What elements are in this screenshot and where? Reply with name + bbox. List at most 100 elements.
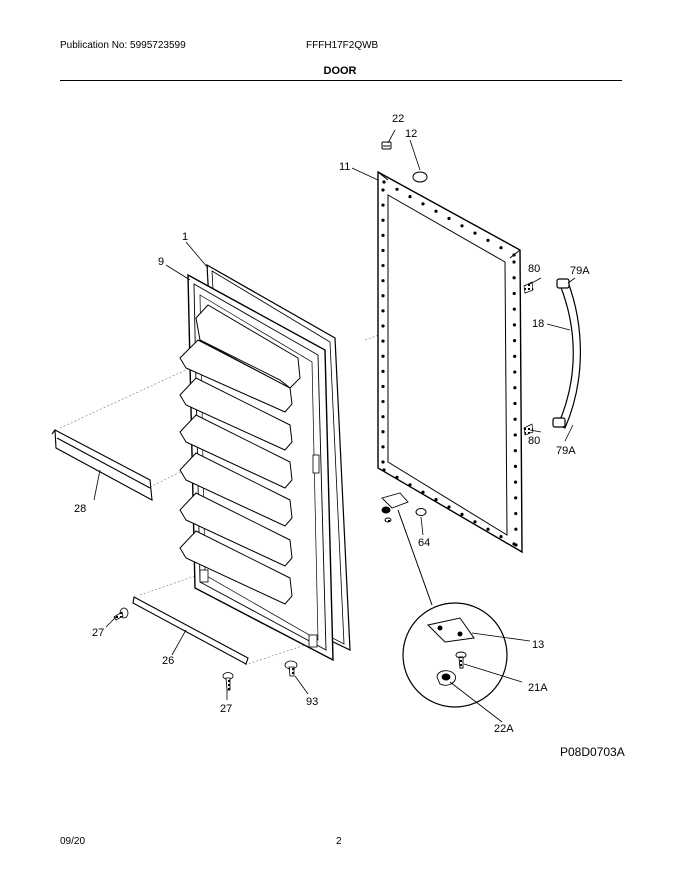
screw-hole <box>513 386 517 390</box>
screw-hole <box>381 324 385 328</box>
door-liner-part-9 <box>179 273 334 662</box>
screw-hole <box>460 224 464 228</box>
screw-hole <box>512 339 517 343</box>
callout-80-bottom: 80 <box>528 435 540 447</box>
plug-part-12 <box>412 171 428 183</box>
screw-hole <box>512 260 516 264</box>
screw-hole <box>512 307 516 311</box>
hinge-bracket-part-13 <box>426 617 475 643</box>
bushing-part-22 <box>381 141 392 150</box>
screw-hole <box>499 246 503 250</box>
screw-hole <box>512 253 516 257</box>
screw-hole <box>381 460 385 464</box>
screw-hole <box>513 433 517 437</box>
callout-9: 9 <box>158 256 164 268</box>
callout-leaders <box>93 129 576 723</box>
handle-part-18 <box>552 278 581 429</box>
handle-screw-top <box>523 281 534 294</box>
screw-hole <box>382 180 386 184</box>
callout-79a-top: 79A <box>570 265 590 277</box>
callout-28: 28 <box>74 503 86 515</box>
callout-22a: 22A <box>494 723 514 735</box>
screw-hole <box>499 535 503 539</box>
screw-hole <box>381 188 385 192</box>
screw-hole <box>382 468 386 472</box>
screw-27-bottom <box>222 672 234 691</box>
screw-hole <box>381 218 385 222</box>
screw-hole <box>447 216 451 221</box>
screw-hole <box>486 527 490 531</box>
screw-hole <box>512 542 516 546</box>
screw-hole <box>434 498 438 502</box>
screw-hole <box>381 354 385 358</box>
hinge-assembly-small <box>381 492 409 523</box>
callout-13: 13 <box>532 639 544 651</box>
callout-93: 93 <box>306 696 318 708</box>
screw-hole <box>381 203 385 207</box>
screw-hole <box>473 231 477 235</box>
screw-hole <box>395 475 399 479</box>
detail-leader <box>397 509 433 606</box>
shelf-trim-part-28 <box>51 429 153 501</box>
publication-number: Publication No: 5995723599 <box>60 40 186 51</box>
footer-date: 09/20 <box>60 836 86 847</box>
screw-hole <box>434 209 438 213</box>
callout-1: 1 <box>182 231 188 243</box>
screw-hole <box>381 445 385 449</box>
callout-27-bottom: 27 <box>220 703 232 715</box>
screw-hole <box>513 354 517 358</box>
screw-hole <box>381 248 385 253</box>
screw-hole <box>395 187 399 191</box>
screw-hole <box>513 401 517 406</box>
screw-hole <box>460 512 464 517</box>
washer-part-64 <box>415 508 427 516</box>
callout-80-top: 80 <box>528 263 540 275</box>
screw-hole <box>408 195 412 199</box>
screw-hole <box>514 511 518 516</box>
callout-21a: 21A <box>528 682 548 694</box>
screw-hole <box>512 291 516 296</box>
section-title: DOOR <box>323 65 357 77</box>
screw-hole <box>513 370 517 374</box>
callout-12: 12 <box>405 128 417 140</box>
screw-hole <box>421 202 425 206</box>
screw-hole <box>381 294 385 298</box>
screw-hole <box>381 399 385 404</box>
screw-hole <box>486 238 490 242</box>
bushing-part-22a <box>436 670 456 686</box>
screw-hole <box>513 449 517 453</box>
screw-hole <box>514 496 518 500</box>
kick-plate-part-26 <box>132 596 249 665</box>
callout-64: 64 <box>418 537 430 549</box>
screw-hole <box>514 527 518 531</box>
screw-hole <box>408 483 412 487</box>
screw-hole <box>512 276 516 280</box>
callout-79a-bottom: 79A <box>556 445 576 457</box>
header-rule <box>60 80 622 81</box>
callout-11: 11 <box>339 161 350 173</box>
screw-27-top <box>113 607 129 621</box>
screw-hole <box>381 384 385 389</box>
callout-27-top: 27 <box>92 627 104 639</box>
screw-hole <box>381 339 385 343</box>
screw-part-21a <box>455 651 467 669</box>
screw-93 <box>284 660 298 677</box>
screw-hole <box>381 233 385 237</box>
screw-hole <box>381 279 385 283</box>
model-number: FFFH17F2QWB <box>306 40 379 51</box>
handle-screw-bottom <box>523 423 534 436</box>
figure-code: P08D0703A <box>560 745 625 759</box>
screw-hole <box>473 520 477 524</box>
screw-hole <box>381 430 385 434</box>
callout-26: 26 <box>162 655 174 667</box>
screw-hole <box>381 369 385 373</box>
screw-hole <box>513 480 518 484</box>
screw-hole <box>421 490 425 494</box>
screw-hole <box>447 505 451 509</box>
page-number: 2 <box>336 836 342 847</box>
screw-hole <box>381 263 385 268</box>
detail-circle <box>402 602 508 708</box>
screw-hole <box>513 464 518 468</box>
callout-22: 22 <box>392 113 404 125</box>
